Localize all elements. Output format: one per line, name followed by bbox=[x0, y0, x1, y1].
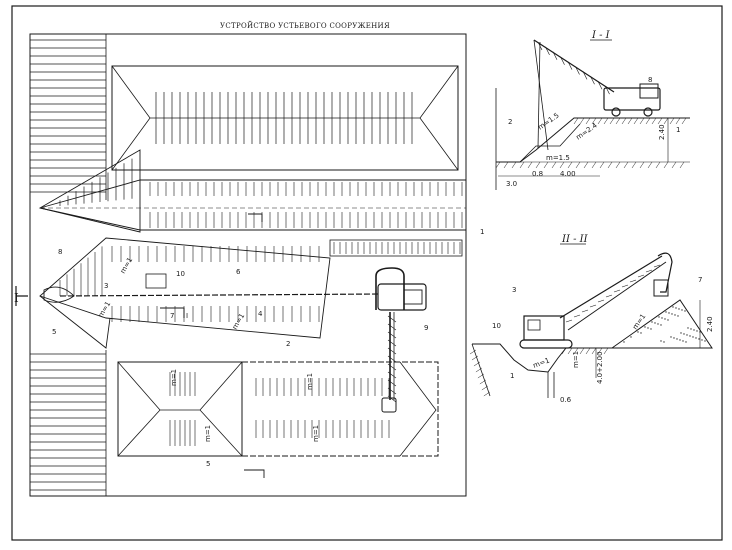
section-1-dimension-4: 2.40 bbox=[658, 124, 666, 140]
winch-box bbox=[145, 273, 167, 289]
section-2-callout-2: 10 bbox=[492, 322, 501, 330]
bucket-shape bbox=[43, 286, 75, 303]
plan-view: I I УСТРОЙСТВО УСТЬЕВОГО СООРУЖЕНИЯ bbox=[14, 21, 467, 497]
section-1-callout-1: 8 bbox=[648, 76, 652, 84]
section-2-title: II - II bbox=[561, 234, 589, 245]
section-1-dimension-2: 0.8 bbox=[532, 170, 543, 178]
plan-slope-label-3: m=1 bbox=[306, 373, 314, 390]
plan-callout-10: 1 bbox=[480, 228, 484, 236]
section-2-view: II - II bbox=[469, 234, 713, 398]
plan-callout-4: 4 bbox=[258, 310, 263, 318]
plan-slope-label-2: m=1 bbox=[204, 425, 212, 442]
plan-callout-8: 2 bbox=[286, 340, 290, 348]
plan-border bbox=[29, 33, 467, 497]
section-1-view: I - I bbox=[495, 30, 690, 190]
section-1-slope-1: m=1.5 bbox=[537, 111, 561, 131]
plan-callout-11: 5 bbox=[206, 460, 210, 468]
section-1-dimension-1: 3.0 bbox=[506, 180, 517, 188]
section-2-dimension-1: 0.6 bbox=[560, 396, 572, 404]
plan-slope-label-7: m=1 bbox=[231, 312, 246, 331]
section-mark-plan: I bbox=[186, 312, 188, 320]
plan-callout-5: 7 bbox=[170, 312, 174, 320]
section-2-dimension-3: 2.40 bbox=[706, 316, 714, 332]
section-1-slope-3: m=1.5 bbox=[546, 154, 570, 162]
lower-left-embankment bbox=[117, 361, 243, 457]
left-slope-wedge bbox=[38, 149, 141, 233]
road-strip bbox=[39, 179, 467, 231]
section-1-dimension-3: 4.00 bbox=[560, 170, 576, 178]
section-1-callout-3: 1 bbox=[676, 126, 680, 134]
section-2-slope-3: m=1 bbox=[631, 313, 647, 332]
plan-slope-label-1: m=1 bbox=[170, 369, 178, 386]
section-2-callout-1: 3 bbox=[512, 286, 516, 294]
crane-plan bbox=[375, 267, 427, 413]
plan-callout-1: 8 bbox=[58, 248, 62, 256]
crane-bucket bbox=[653, 279, 669, 297]
drawing-title: УСТРОЙСТВО УСТЬЕВОГО СООРУЖЕНИЯ bbox=[220, 21, 390, 30]
section-2-slope-2: m=1 bbox=[572, 351, 580, 368]
plan-callout-7: 3 bbox=[104, 282, 108, 290]
section-mark-left: I bbox=[14, 291, 19, 305]
section-2-callout-4: 1 bbox=[510, 372, 514, 380]
section-1-slope-2: m=2.4 bbox=[575, 121, 600, 142]
plan-slope-label-6: m=1 bbox=[97, 300, 112, 319]
plan-callout-2: 10 bbox=[176, 270, 185, 278]
sheet-frame bbox=[11, 5, 723, 541]
upper-embankment bbox=[111, 65, 459, 171]
plan-slope-label-4: m=1 bbox=[312, 425, 320, 442]
plan-callout-9: 9 bbox=[424, 324, 428, 332]
plan-callout-3: 5 bbox=[52, 328, 56, 336]
section-1-title: I - I bbox=[591, 30, 611, 41]
crawler-tracks bbox=[519, 339, 573, 349]
truck-crane-body bbox=[603, 87, 661, 111]
right-upper-strip bbox=[329, 239, 463, 257]
section-2-dimension-2: 4.0+2.00 bbox=[596, 351, 604, 384]
lower-right-embankment bbox=[241, 361, 439, 457]
left-embankment-hatch bbox=[30, 34, 107, 496]
central-pit bbox=[39, 237, 381, 349]
section-1-callout-2: 2 bbox=[508, 118, 512, 126]
plan-callout-6: 6 bbox=[236, 268, 241, 276]
section-2-slope-1: m=1 bbox=[532, 356, 551, 369]
section-2-callout-3: 7 bbox=[698, 276, 702, 284]
